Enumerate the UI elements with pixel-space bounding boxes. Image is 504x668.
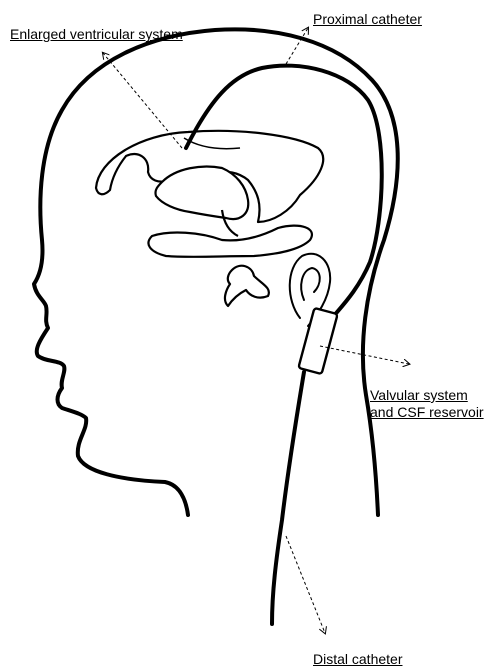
label-enlarged-ventricular-system: Enlarged ventricular system bbox=[10, 26, 183, 43]
distal-catheter bbox=[272, 372, 304, 624]
arrow-ventricular bbox=[103, 53, 182, 148]
label-proximal-catheter: Proximal catheter bbox=[313, 11, 422, 28]
label-valvular-system: Valvular system and CSF reservoir bbox=[370, 387, 484, 421]
label-distal-catheter: Distal catheter bbox=[313, 651, 402, 668]
valve-reservoir bbox=[298, 308, 337, 374]
arrow-distal bbox=[286, 536, 325, 633]
fourth-ventricle bbox=[225, 266, 269, 306]
label-valvular-line2: and CSF reservoir bbox=[370, 404, 484, 421]
label-valvular-line1: Valvular system bbox=[370, 387, 484, 404]
